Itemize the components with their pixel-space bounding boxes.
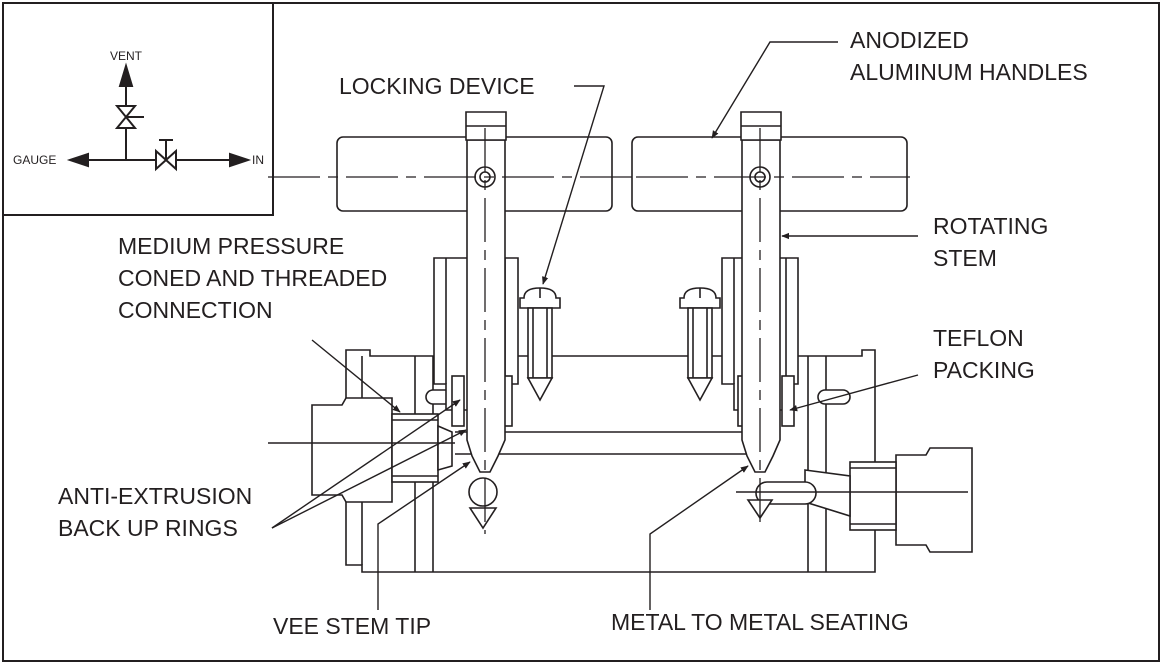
label-locking-device: LOCKING DEVICE (339, 73, 535, 99)
label-rotating-line2: STEM (933, 245, 997, 271)
label-rotating-line1: ROTATING (933, 213, 1048, 239)
schematic-vent-label: VENT (110, 49, 143, 63)
label-vee-stem-tip: VEE STEM TIP (273, 613, 431, 639)
label-metal-seating: METAL TO METAL SEATING (611, 609, 909, 635)
schematic-inset (2, 2, 274, 216)
label-medium-line1: MEDIUM PRESSURE (118, 233, 344, 259)
left-valve (336, 111, 613, 530)
label-anodized-line1: ANODIZED (850, 27, 969, 53)
schematic-in-label: IN (252, 153, 264, 167)
label-medium-line2: CONED AND THREADED (118, 265, 387, 291)
left-locking-screw (519, 287, 561, 402)
label-anti-line2: BACK UP RINGS (58, 515, 238, 541)
label-medium-line3: CONNECTION (118, 297, 273, 323)
leader-lines (271, 41, 919, 610)
right-locking-screw (679, 287, 721, 402)
label-teflon-line2: PACKING (933, 357, 1035, 383)
right-connection (736, 447, 973, 553)
label-teflon-line1: TEFLON (933, 325, 1024, 351)
label-anodized-line2: ALUMINUM HANDLES (850, 59, 1088, 85)
schematic-gauge-label: GAUGE (13, 153, 56, 167)
right-valve (631, 111, 908, 520)
left-connection (268, 397, 455, 503)
label-anti-line1: ANTI-EXTRUSION (58, 483, 252, 509)
